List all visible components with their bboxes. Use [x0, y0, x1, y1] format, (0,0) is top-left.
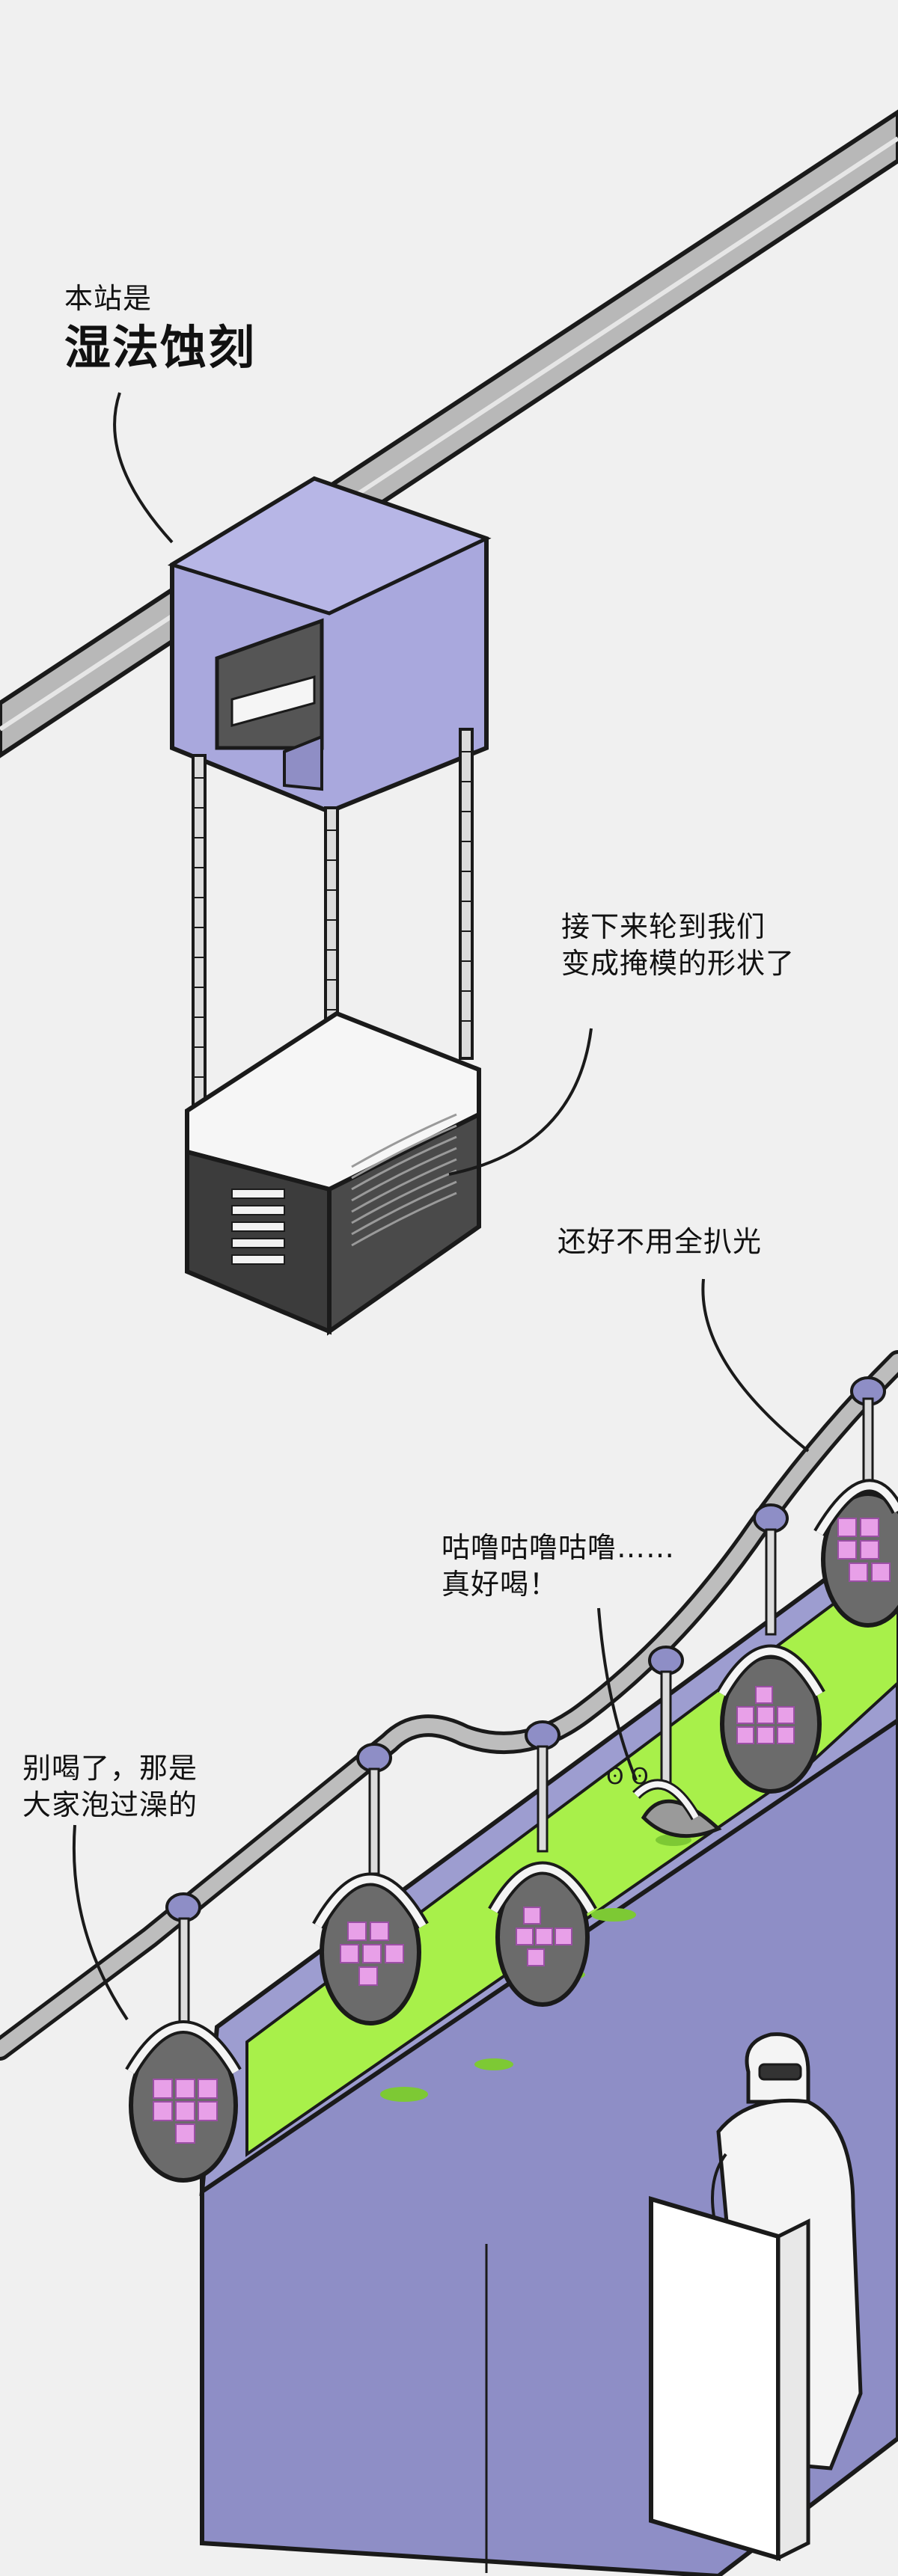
carried-panel: [649, 2195, 810, 2562]
svg-text:ʘ ʘ: ʘ ʘ: [606, 1764, 649, 1790]
speech-tail-station: [113, 392, 174, 544]
overhead-pipe: [0, 1350, 898, 2061]
caption-relief: 还好不用全扒光: [558, 1225, 763, 1258]
caption-mask-line1: 接下来轮到我们: [561, 910, 766, 943]
caption-mask: 接下来轮到我们 变成掩模的形状了: [561, 909, 795, 983]
caption-station-intro: 本站是: [64, 282, 153, 315]
caption-warn-line1: 别喝了，那是: [22, 1752, 198, 1785]
wafer-holder-5: [813, 1397, 898, 1628]
speech-tail-mask: [448, 1028, 593, 1176]
speech-tail-relief: [701, 1278, 810, 1453]
drinking-head: ʘ ʘ: [606, 1670, 722, 1839]
caption-warn: 别喝了，那是 大家泡过澡的: [22, 1750, 198, 1824]
wafer-holder-1: [125, 1917, 242, 2183]
speech-tail-warn: [72, 1824, 129, 2021]
caption-gulp-line2: 真好喝！: [442, 1568, 559, 1601]
caption-mask-line2: 变成掩模的形状了: [561, 947, 795, 981]
caption-gulp-line1: 咕噜咕噜咕噜……: [442, 1531, 676, 1564]
wafer-holder-3: [488, 1745, 597, 2007]
wafer-holder-4: [716, 1528, 825, 1794]
transport-robot: [167, 476, 492, 1336]
caption-gulp: 咕噜咕噜咕噜…… 真好喝！: [442, 1530, 675, 1604]
caption-warn-line2: 大家泡过澡的: [22, 1788, 198, 1822]
speech-tail-gulp: [597, 1607, 638, 1781]
caption-station-name: 湿法蚀刻: [64, 320, 257, 375]
wafer-holder-2: [312, 1767, 429, 2025]
